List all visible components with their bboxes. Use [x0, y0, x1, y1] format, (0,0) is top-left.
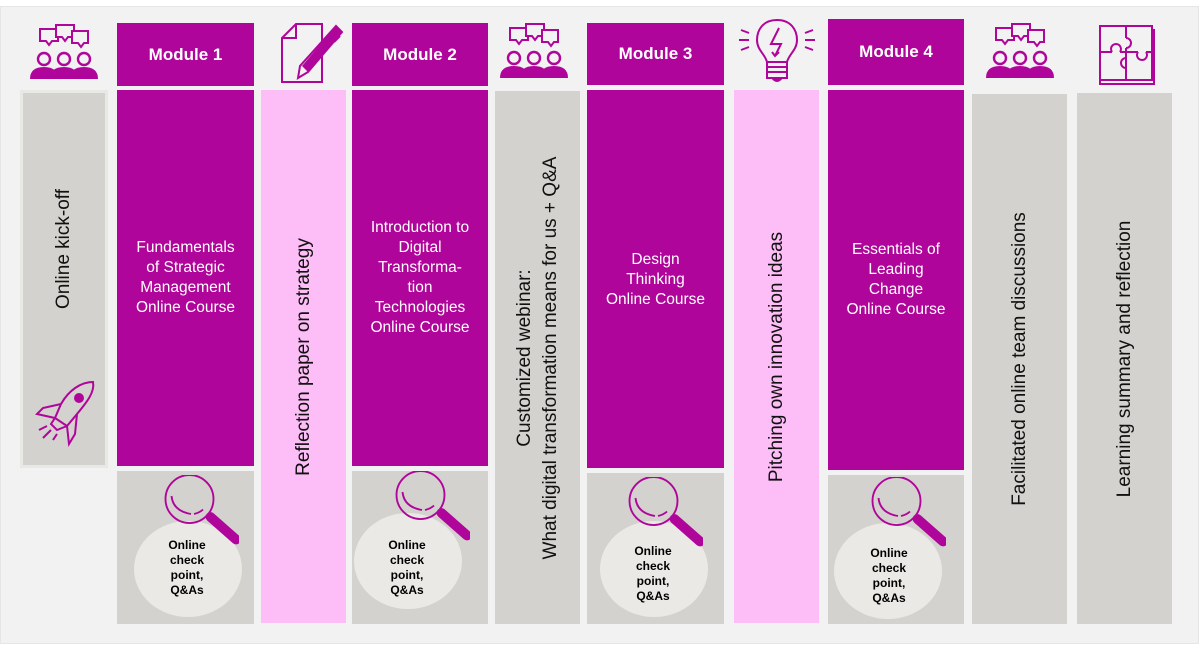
module-4-course-title: Essentials of Leading Change Online Cour… [846, 241, 946, 318]
module-2-course-title: Introduction to Digital Transforma- tion… [370, 219, 470, 336]
puzzle-icon [1094, 20, 1158, 86]
module-2-course: Introduction to Digital Transforma- tion… [352, 90, 488, 466]
module-1-course-title: Fundamentals of Strategic Management Onl… [135, 239, 236, 316]
magnifier-icon [386, 471, 470, 543]
module-4-course: Essentials of Leading Change Online Cour… [828, 90, 964, 470]
checkpoint-label: Online check point, Q&As [870, 546, 908, 605]
checkpoint-circle [134, 521, 242, 617]
magnifier-icon [619, 477, 703, 549]
team-discussions-column: Facilitated online team discussions [972, 94, 1067, 624]
lightbulb-icon [735, 16, 819, 88]
webinar-label: Customized webinar: What digital transfo… [513, 156, 561, 559]
module-2-header: Module 2 [352, 23, 488, 86]
group-discussion-icon [982, 22, 1058, 80]
module-3-course: Design Thinking Online Course [587, 90, 724, 468]
checkpoint-circle [354, 513, 462, 609]
group-discussion-icon [26, 23, 102, 81]
checkpoint-label: Online check point, Q&As [388, 538, 426, 597]
checkpoint-circle [834, 523, 942, 619]
module-3-header: Module 3 [587, 23, 724, 85]
magnifier-icon [862, 477, 946, 549]
module-4-header: Module 4 [828, 19, 964, 85]
reflection-paper-label: Reflection paper on strategy [292, 237, 314, 476]
module-3-label: Module 3 [618, 44, 693, 63]
module-4-label: Module 4 [859, 42, 933, 61]
kickoff-label: Online kick-off [53, 189, 74, 310]
group-discussion-icon [496, 22, 572, 80]
module-2-checkpoint: Online check point, Q&As [352, 471, 488, 624]
module-1-label: Module 1 [148, 44, 223, 64]
module-1-header: Module 1 [117, 23, 254, 86]
document-pen-icon [278, 20, 346, 86]
webinar-column: Customized webinar: What digital transfo… [495, 91, 580, 624]
module-2-label: Module 2 [383, 44, 457, 64]
learning-summary-label: Learning summary and reflection [1113, 220, 1135, 497]
learning-summary-column: Learning summary and reflection [1077, 93, 1172, 624]
magnifier-icon [155, 475, 239, 547]
reflection-paper-column: Reflection paper on strategy [261, 90, 346, 623]
rocket-icon [33, 378, 103, 450]
module-3-checkpoint: Online check point, Q&As [587, 473, 724, 624]
module-1-course: Fundamentals of Strategic Management Onl… [117, 90, 254, 466]
checkpoint-label: Online check point, Q&As [634, 544, 672, 603]
checkpoint-label: Online check point, Q&As [168, 538, 206, 597]
module-4-checkpoint: Online check point, Q&As [828, 475, 964, 624]
module-3-course-title: Design Thinking Online Course [605, 251, 706, 308]
kickoff-column: Online kick-off [20, 90, 108, 468]
pitching-label: Pitching own innovation ideas [765, 231, 787, 482]
team-discussions-label: Facilitated online team discussions [1008, 212, 1030, 506]
module-1-checkpoint: Online check point, Q&As [117, 471, 254, 624]
pitching-column: Pitching own innovation ideas [734, 90, 819, 623]
